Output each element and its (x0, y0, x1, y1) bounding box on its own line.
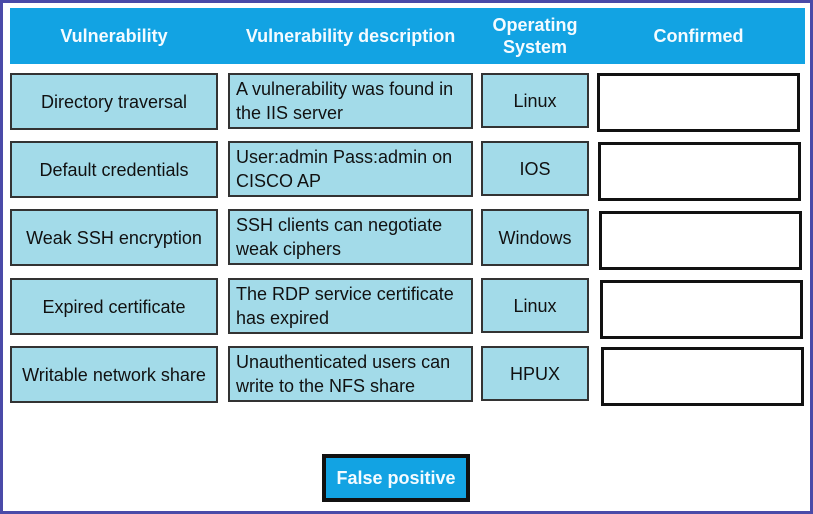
os-cell[interactable]: IOS (481, 141, 589, 196)
confirmed-drop-zone[interactable] (597, 73, 800, 132)
confirmed-drop-zone[interactable] (598, 142, 801, 201)
description-cell[interactable]: User:admin Pass:admin on CISCO AP (228, 141, 473, 197)
vulnerability-cell[interactable]: Writable network share (10, 346, 218, 403)
description-cell[interactable]: A vulnerability was found in the IIS ser… (228, 73, 473, 129)
description-cell[interactable]: SSH clients can negotiate weak ciphers (228, 209, 473, 265)
vulnerability-cell[interactable]: Directory traversal (10, 73, 218, 130)
confirmed-drop-zone[interactable] (601, 347, 804, 406)
header-os: Operating System (492, 15, 578, 57)
os-cell[interactable]: Linux (481, 73, 589, 128)
os-cell[interactable]: Windows (481, 209, 589, 266)
confirmed-drop-zone[interactable] (599, 211, 802, 270)
confirmed-drop-zone[interactable] (600, 280, 803, 339)
description-cell[interactable]: Unauthenticated users can write to the N… (228, 346, 473, 402)
header-description: Vulnerability description (245, 26, 456, 46)
vulnerability-cell[interactable]: Default credentials (10, 141, 218, 198)
false-positive-button[interactable]: False positive (322, 454, 470, 502)
vulnerability-cell[interactable]: Expired certificate (10, 278, 218, 335)
table-header: Vulnerability Vulnerability description … (10, 8, 805, 64)
os-cell[interactable]: Linux (481, 278, 589, 333)
description-cell[interactable]: The RDP service certificate has expired (228, 278, 473, 334)
vulnerability-cell[interactable]: Weak SSH encryption (10, 209, 218, 266)
header-vulnerability: Vulnerability (60, 26, 168, 46)
header-confirmed: Confirmed (653, 26, 744, 46)
os-cell[interactable]: HPUX (481, 346, 589, 401)
